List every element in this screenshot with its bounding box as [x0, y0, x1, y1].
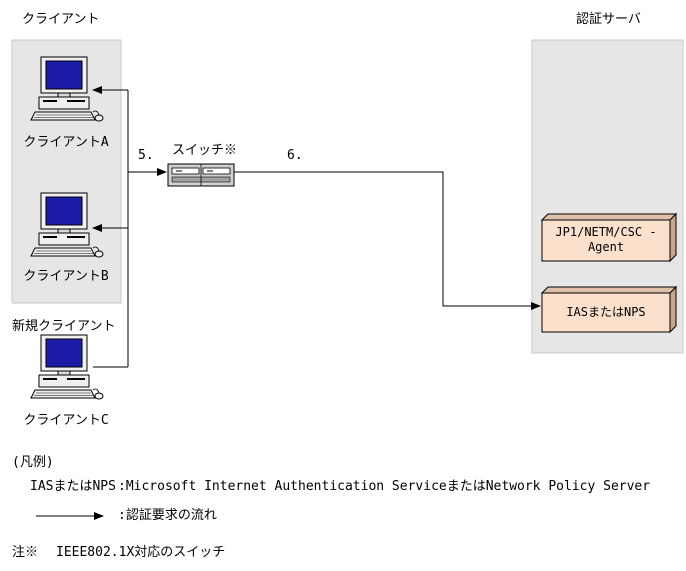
server-group-title: 認証サーバ: [576, 12, 641, 27]
legend-abbr-definition: :Microsoft Internet Authentication Servi…: [118, 479, 651, 494]
component-label-jp1-agent-line1: JP1/NETM/CSC -: [555, 225, 657, 239]
switch-icon: [167, 163, 235, 187]
component-box-ias-nps: [540, 285, 678, 334]
legend-abbr-term: IASまたはNPS: [30, 479, 116, 494]
note-text: IEEE802.1X対応のスイッチ: [56, 545, 226, 560]
legend-title: (凡例): [12, 455, 54, 470]
note-marker: 注※: [12, 545, 39, 560]
step-6-label: 6.: [287, 148, 303, 163]
clients-group-title: クライアント: [22, 12, 100, 27]
legend-arrow-definition: :認証要求の流れ: [118, 508, 217, 523]
component-label-jp1-agent: JP1/NETM/CSC - Agent: [542, 225, 670, 255]
component-label-ias-nps: IASまたはNPS: [542, 305, 670, 320]
new-clients-group-label: 新規クライアント: [12, 319, 116, 334]
client-a-label: クライアントA: [23, 135, 109, 150]
client-c-label: クライアントC: [23, 413, 109, 428]
step-5-label: 5.: [138, 148, 154, 163]
client-c-computer-icon: [30, 334, 104, 400]
component-label-ias-nps-line1: IASまたはNPS: [566, 305, 646, 319]
component-label-jp1-agent-line2: Agent: [587, 240, 625, 254]
component-box-jp1-agent: [540, 212, 678, 263]
switch-label: スイッチ※: [172, 143, 238, 158]
client-b-label: クライアントB: [23, 269, 109, 284]
arrow-to-ias-nps: [234, 171, 541, 310]
